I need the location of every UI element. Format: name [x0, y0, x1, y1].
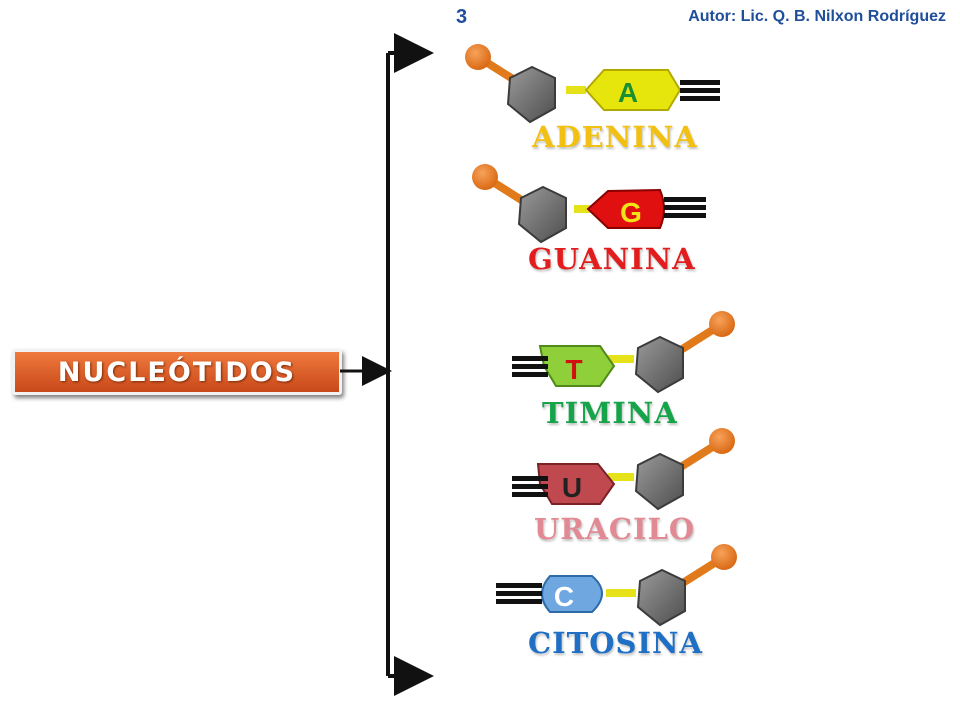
- guanine-nucleotide: G: [472, 164, 706, 244]
- base-letter: T: [565, 354, 582, 385]
- base-name-uracil: URACILO: [534, 512, 696, 546]
- adenine-nucleotide: A: [465, 44, 720, 124]
- base-shape: [541, 575, 603, 613]
- page-number: 3: [456, 6, 468, 28]
- base-letter: C: [554, 581, 574, 612]
- hydrogen-bond-icon: [574, 205, 590, 213]
- hydrogen-bond-icon: [566, 86, 586, 94]
- sugar-pentagon-icon: [634, 335, 684, 394]
- author-credit: Autor: Lic. Q. B. Nilxon Rodríguez: [688, 8, 946, 25]
- nucleotides-label-text: NUCLEÓTIDOS: [57, 356, 297, 388]
- sugar-pentagon-icon: [636, 568, 686, 627]
- phosphate-icon: [472, 164, 498, 190]
- uracil-nucleotide: U: [512, 428, 735, 511]
- sugar-pentagon-icon: [506, 65, 556, 124]
- base-letter: U: [562, 472, 582, 503]
- bracket-arrow-icon: [340, 33, 434, 696]
- sugar-pentagon-icon: [517, 185, 567, 244]
- nucleotides-label: NUCLEÓTIDOS: [12, 349, 342, 395]
- base-letter: G: [620, 197, 642, 228]
- hydrogen-bond-icon: [608, 473, 634, 481]
- base-name-cytosine: CITOSINA: [528, 626, 704, 660]
- phosphate-icon: [711, 544, 737, 570]
- base-name-thymine: TIMINA: [542, 396, 678, 430]
- phosphate-icon: [709, 428, 735, 454]
- base-letter: A: [618, 77, 638, 108]
- thymine-nucleotide: T: [512, 311, 735, 394]
- base-name-guanine: GUANINA: [528, 242, 696, 276]
- cytosine-nucleotide: C: [496, 544, 737, 627]
- hydrogen-bond-icon: [606, 589, 636, 597]
- base-name-adenine: ADENINA: [532, 120, 698, 154]
- hydrogen-bond-icon: [608, 355, 634, 363]
- phosphate-icon: [465, 44, 491, 70]
- sugar-pentagon-icon: [634, 452, 684, 511]
- phosphate-icon: [709, 311, 735, 337]
